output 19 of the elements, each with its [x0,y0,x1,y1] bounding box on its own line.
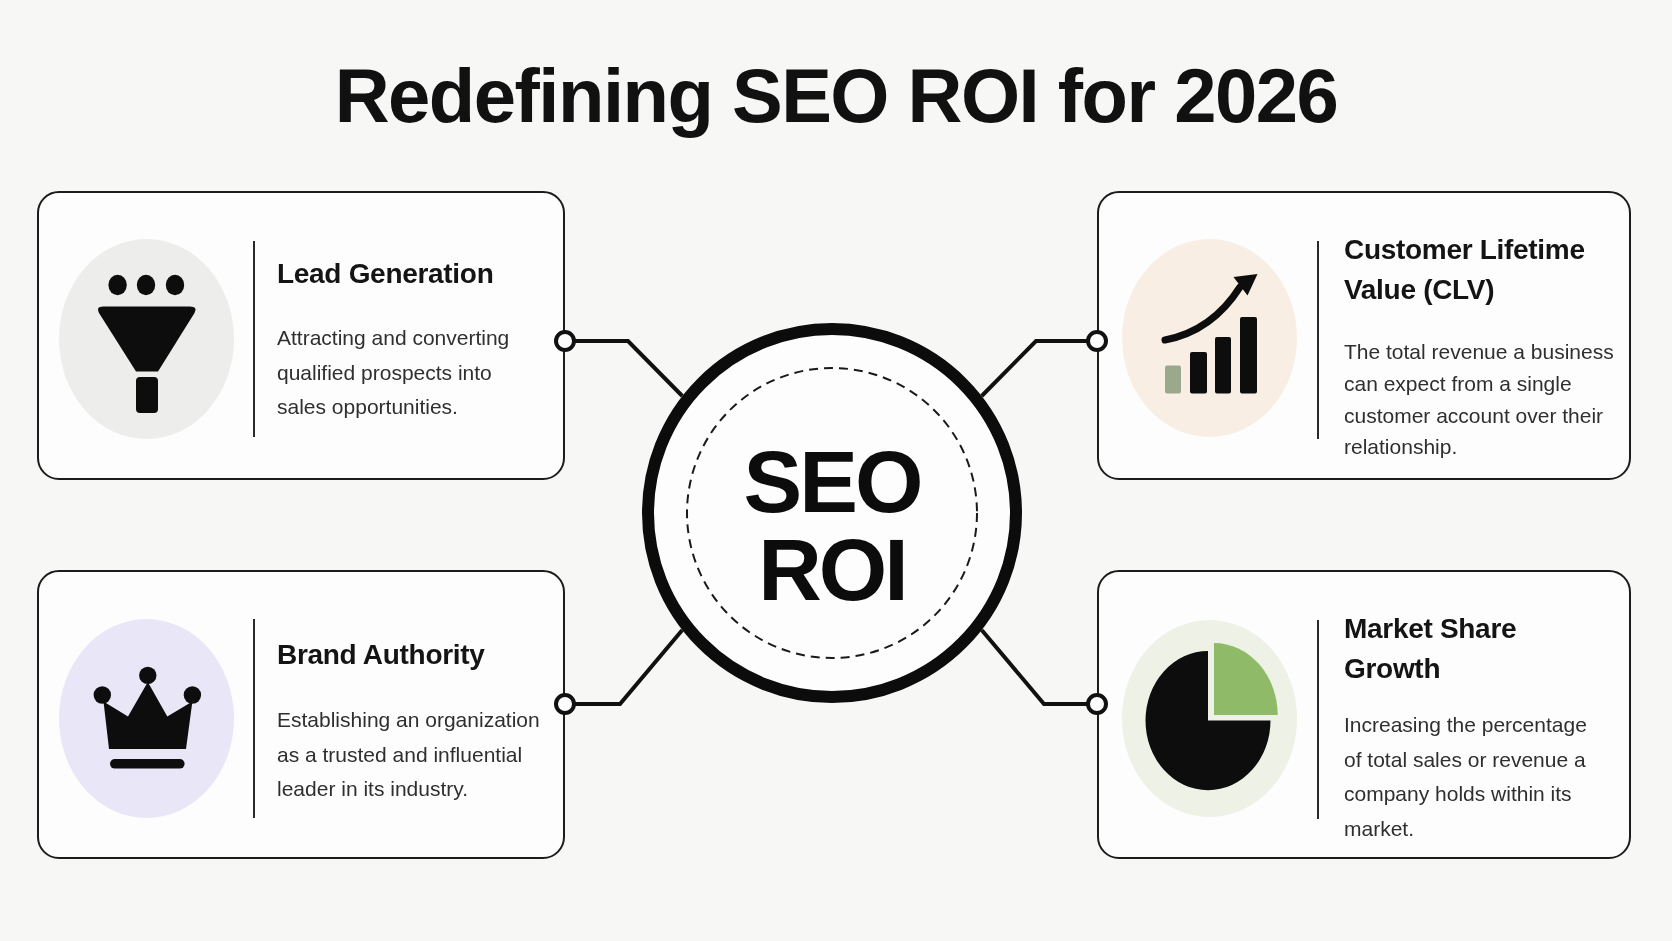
card-heading: Customer Lifetime Value (CLV) [1344,233,1586,307]
info-card [1097,191,1631,480]
connector-line [554,628,684,715]
info-card [1097,570,1631,859]
diagram-title: Redefining SEO ROI for 2026 [334,52,1338,140]
card-description: Increasing the percentage of total sales or revenue a company holds within its market. [1344,712,1588,843]
card-heading: Brand Authority [277,638,486,672]
connector-line [980,628,1108,715]
connector-line [554,330,684,398]
connector-line [980,330,1108,398]
card-description: Establishing an organization as a trusted and influential leader in its industry. [277,707,541,802]
card-heading: Market Share Growth [1344,612,1518,686]
card-description: The total revenue a business can expect from a single customer account over their relationship. [1344,339,1615,461]
info-card [37,191,565,480]
card-description: Attracting and converting qualified prospects into sales opportunities. [277,325,511,420]
info-card [37,570,565,859]
hub-label: SEO ROI [742,438,922,614]
hub-circle [642,323,1022,703]
card-heading: Lead Generation [277,257,495,291]
